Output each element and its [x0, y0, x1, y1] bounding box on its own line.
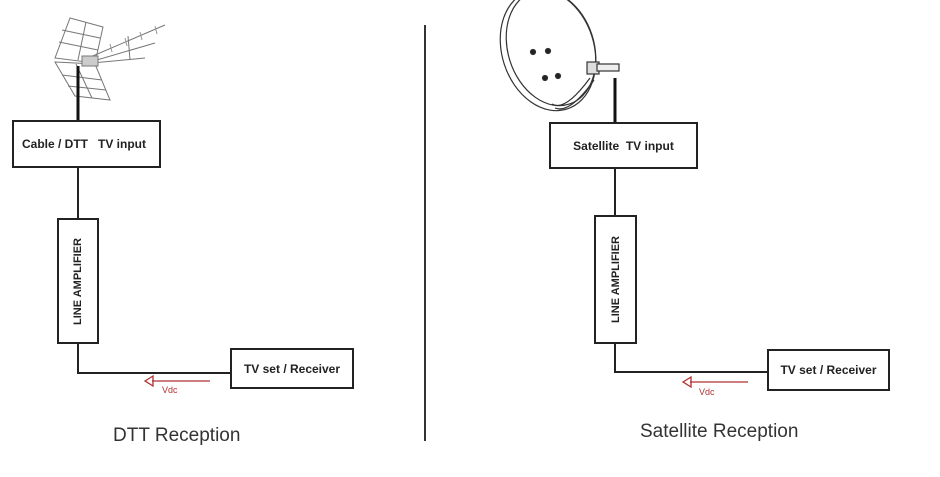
terrestrial-antenna-icon — [54, 17, 166, 101]
satellite-caption: Satellite Reception — [640, 421, 799, 442]
cable-dtt-input-box: Cable / DTT TV input — [12, 120, 161, 168]
line-amplifier-box: LINE AMPLIFIER — [594, 215, 637, 344]
cable — [614, 343, 768, 373]
amplifier-label: LINE AMPLIFIER — [72, 237, 84, 325]
tv-receiver-box: TV set / Receiver — [767, 349, 890, 391]
cable — [77, 343, 231, 374]
dtt-caption: DTT Reception — [113, 425, 241, 446]
vdc-label: Vdc — [699, 387, 715, 397]
line-amplifier-box: LINE AMPLIFIER — [57, 218, 99, 344]
vdc-arrow-icon — [143, 374, 210, 388]
vdc-arrow-icon — [681, 375, 748, 389]
satellite-input-box: Satellite TV input — [549, 122, 698, 169]
satellite-dish-icon — [499, 0, 620, 112]
vdc-label: Vdc — [162, 385, 178, 395]
amplifier-label: LINE AMPLIFIER — [609, 236, 622, 323]
tv-receiver-box: TV set / Receiver — [230, 348, 354, 389]
